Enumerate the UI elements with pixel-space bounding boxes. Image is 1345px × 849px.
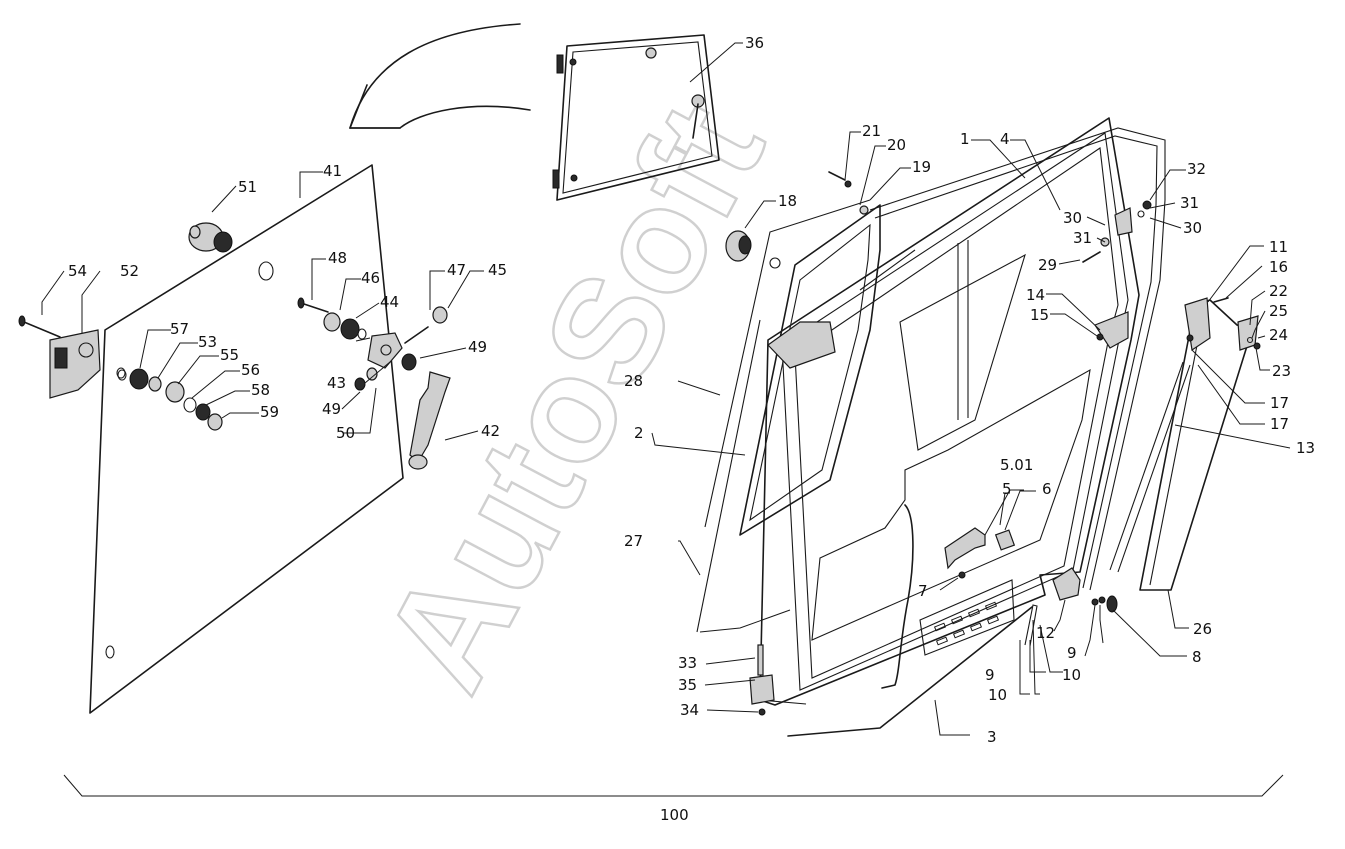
label-47: 47 [447, 261, 466, 279]
label-8: 8 [1192, 648, 1202, 666]
label-1: 1 [960, 130, 970, 148]
label-56: 56 [241, 361, 260, 379]
door-frame-1 [759, 117, 1140, 706]
label-25: 25 [1269, 302, 1288, 320]
label-57: 57 [170, 320, 189, 338]
label-55: 55 [220, 346, 239, 364]
label-31-right: 31 [1180, 194, 1199, 212]
label-54: 54 [68, 262, 87, 280]
label-7: 7 [918, 582, 928, 600]
label-20: 20 [887, 136, 906, 154]
bracket-11-25 [1184, 297, 1261, 352]
label-22: 22 [1269, 282, 1288, 300]
inner-glazing [811, 240, 1091, 641]
label-28: 28 [624, 372, 643, 390]
latch-assembly-43-50 [297, 297, 448, 391]
label-53: 53 [198, 333, 217, 351]
latch-bracket-29-32 [1082, 200, 1152, 349]
door-thumbnail-36 [552, 34, 720, 201]
label-41: 41 [323, 162, 342, 180]
glass-panel-41 [89, 164, 404, 714]
label-46: 46 [361, 269, 380, 287]
lower-hinge-8-12 [1024, 567, 1118, 647]
label-29: 29 [1038, 256, 1057, 274]
upper-window-2 [739, 204, 881, 536]
label-44: 44 [380, 293, 399, 311]
label-19: 19 [912, 158, 931, 176]
label-33: 33 [678, 654, 697, 672]
label-23: 23 [1272, 362, 1291, 380]
label-15: 15 [1030, 306, 1049, 324]
label-43: 43 [327, 374, 346, 392]
label-13: 13 [1296, 439, 1315, 457]
label-14: 14 [1026, 286, 1045, 304]
rubber-mount-51 [188, 222, 233, 253]
label-49-upper: 49 [468, 338, 487, 356]
label-49-lower: 49 [322, 400, 341, 418]
sealing-strip-3 [787, 606, 1033, 737]
upper-hardware-18-21 [725, 171, 869, 369]
label-2: 2 [634, 424, 644, 442]
label-3: 3 [987, 728, 997, 746]
callout-labels: 41 51 54 52 48 46 44 47 45 49 43 49 50 5… [68, 34, 1315, 824]
door-seal-4 [869, 127, 1166, 591]
label-26: 26 [1193, 620, 1212, 638]
label-16: 16 [1269, 258, 1288, 276]
label-6: 6 [1042, 480, 1052, 498]
label-24: 24 [1269, 326, 1288, 344]
label-32: 32 [1187, 160, 1206, 178]
inner-handle-5 [944, 527, 1016, 579]
label-36: 36 [745, 34, 764, 52]
glass-panels-27-28 [696, 199, 916, 633]
label-12: 12 [1036, 624, 1055, 642]
lower-panel-grille [881, 504, 1015, 689]
label-50: 50 [336, 424, 355, 442]
label-30-right: 30 [1183, 219, 1202, 237]
assembly-label-100: 100 [660, 806, 689, 824]
side-strip-13 [1109, 299, 1253, 591]
hinge-bracket-52 [49, 329, 101, 399]
label-18: 18 [778, 192, 797, 210]
label-31-left: 31 [1073, 229, 1092, 247]
label-42: 42 [481, 422, 500, 440]
hardware-stack-57-59 [116, 367, 223, 431]
handle-42 [408, 371, 451, 470]
label-10-right: 10 [1062, 666, 1081, 684]
label-17-lower: 17 [1270, 415, 1289, 433]
label-48: 48 [328, 249, 347, 267]
label-45: 45 [488, 261, 507, 279]
direction-arrow [349, 23, 531, 129]
leader-lines [41, 42, 1291, 797]
label-9-left: 9 [985, 666, 995, 684]
label-34: 34 [680, 701, 699, 719]
label-11: 11 [1269, 238, 1288, 256]
label-5: 5 [1002, 480, 1012, 498]
label-21: 21 [862, 122, 881, 140]
label-17-upper: 17 [1270, 394, 1289, 412]
label-10-left: 10 [988, 686, 1007, 704]
label-4: 4 [1000, 130, 1010, 148]
hinge-33-35 [749, 644, 775, 716]
label-59: 59 [260, 403, 279, 421]
screw-54 [18, 315, 61, 338]
label-52: 52 [120, 262, 139, 280]
label-58: 58 [251, 381, 270, 399]
label-9-right: 9 [1067, 644, 1077, 662]
label-30-left: 30 [1063, 209, 1082, 227]
watermark-text: AutoSoft [350, 77, 796, 715]
label-5-01: 5.01 [1000, 456, 1033, 474]
label-27: 27 [624, 532, 643, 550]
label-35: 35 [678, 676, 697, 694]
label-51: 51 [238, 178, 257, 196]
